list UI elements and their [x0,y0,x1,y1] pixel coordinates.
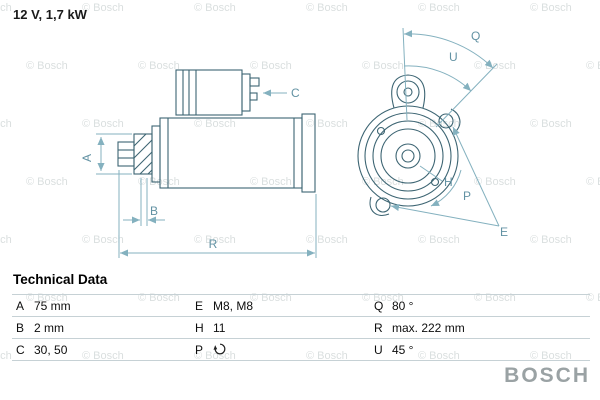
spec-key: P [191,338,209,361]
spec-key: B [12,316,30,339]
spec-value: 2 mm [30,316,191,339]
spec-key: C [12,338,30,361]
dim-label-u: U [449,50,458,64]
spec-value: M8, M8 [209,294,370,317]
spec-value: 45 ° [388,338,590,361]
spec-key: R [370,316,388,339]
dim-label-r: R [209,237,218,251]
table-row: A 75 mm E M8, M8 Q 80 ° [12,294,590,317]
dim-label-e: E [500,225,508,239]
spec-value: 11 [209,316,370,339]
table-title: Technical Data [13,272,108,287]
spec-value: 80 ° [388,294,590,317]
side-view-dimensions [96,89,317,258]
side-view [117,69,316,193]
spec-key: Q [370,294,388,317]
table-row: B 2 mm H 11 R max. 222 mm [12,316,590,339]
dim-label-c: C [291,86,300,100]
spec-key: A [12,294,30,317]
dim-label-p: P [463,189,471,203]
spec-value: 30, 50 [30,338,191,361]
spec-key: H [191,316,209,339]
starter-motor-diagram: A B C R Q U H P E [80,27,508,258]
spec-key: U [370,338,388,361]
bosch-logo: BOSCH [504,364,590,387]
table-row: C 30, 50 P U 45 ° [12,338,590,361]
technical-data-table: A 75 mm E M8, M8 Q 80 ° B 2 mm H 11 R ma… [12,294,590,361]
front-view-dimensions [390,27,500,227]
spec-value-rotation [209,338,370,361]
front-view [357,74,461,216]
spec-value: 75 mm [30,294,191,317]
spec-key: E [191,294,209,317]
dim-label-q: Q [471,29,480,43]
clockwise-rotation-icon [213,343,226,355]
dim-label-a: A [80,154,94,162]
power-rating: 12 V, 1,7 kW [13,7,87,22]
spec-value: max. 222 mm [388,316,590,339]
dim-label-h: H [444,175,453,189]
dim-label-b: B [150,204,158,218]
